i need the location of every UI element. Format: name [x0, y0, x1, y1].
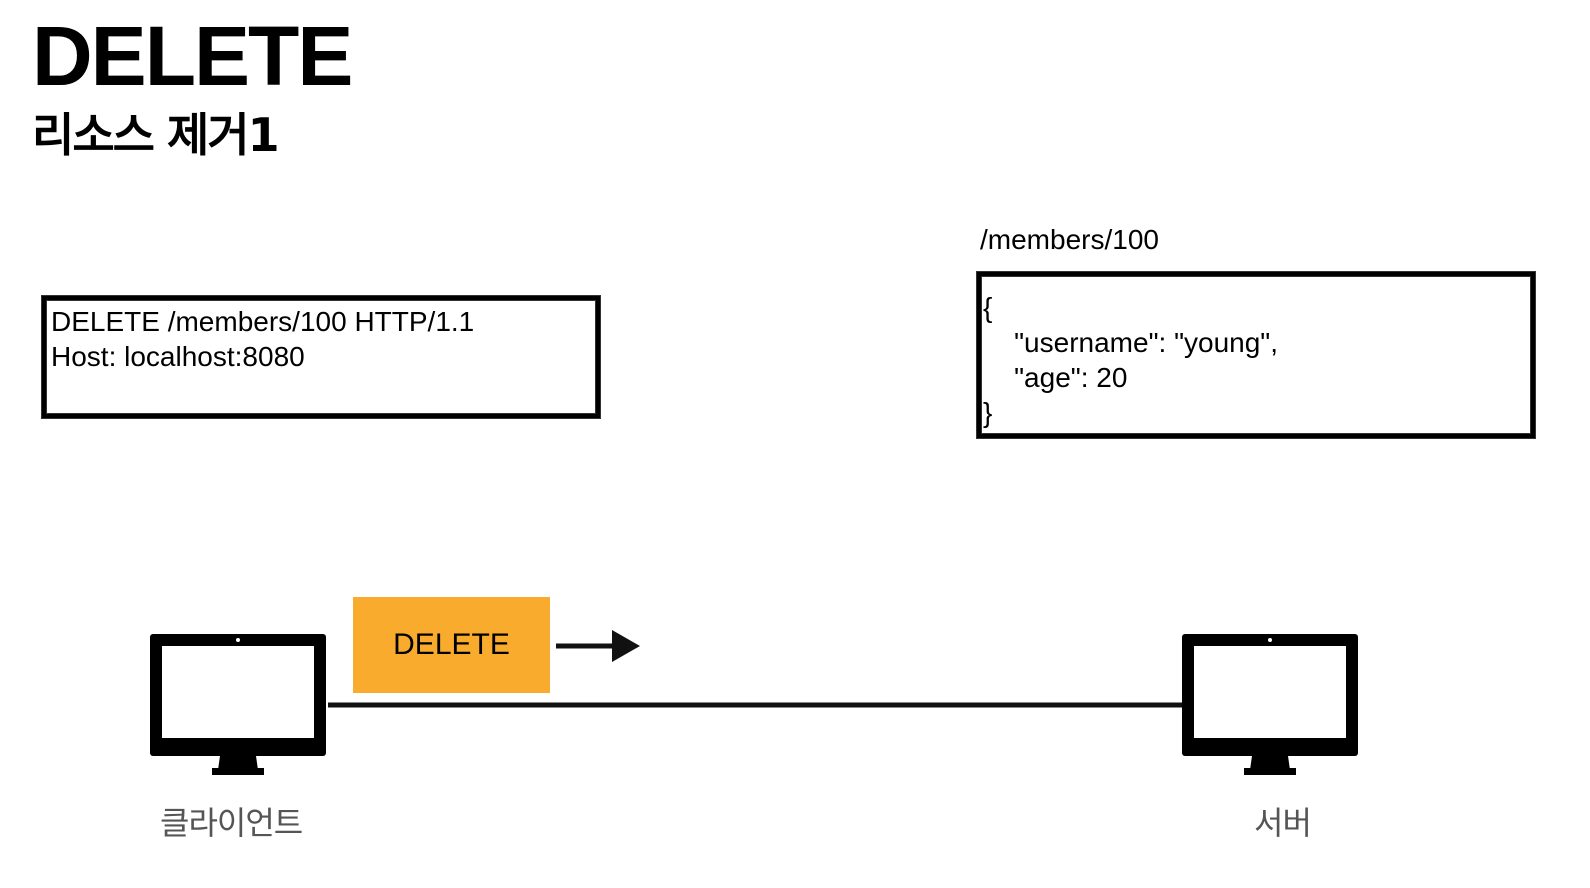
json-line: "age": 20: [983, 362, 1128, 393]
arrow-right-icon: [556, 630, 640, 662]
json-line: }: [983, 397, 993, 428]
request-message-box: [42, 296, 600, 418]
client-label: 클라이언트: [160, 804, 303, 842]
request-line: DELETE /members/100 HTTP/1.1: [51, 306, 475, 337]
client-monitor-icon: [150, 634, 326, 775]
resource-path-label: /members/100: [980, 224, 1159, 255]
server-monitor-icon: [1182, 634, 1358, 775]
method-badge-label: DELETE: [393, 628, 510, 661]
page-title: DELETE: [32, 9, 353, 103]
json-line: "username": "young",: [983, 327, 1279, 358]
page-subtitle: 리소스 제거1: [32, 108, 280, 162]
method-badge: DELETE: [353, 597, 550, 693]
server-label: 서버: [1254, 804, 1312, 842]
request-host-header: Host: localhost:8080: [51, 341, 305, 372]
resource-json: { "username": "young", "age": 20}: [983, 290, 1278, 430]
json-line: {: [983, 292, 993, 323]
resource-box: [977, 272, 1535, 438]
